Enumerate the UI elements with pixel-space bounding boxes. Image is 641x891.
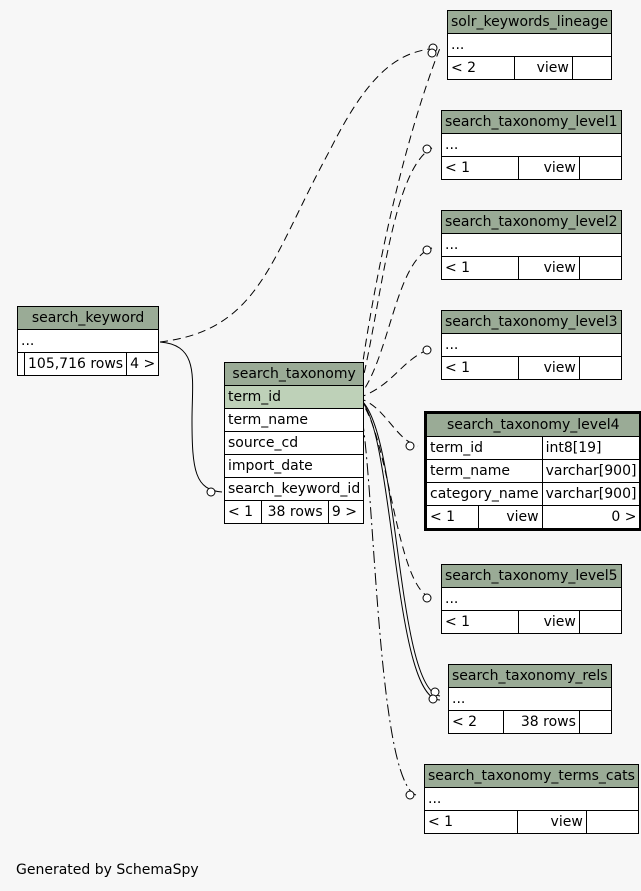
- child-count: [578, 356, 622, 380]
- collapsed-columns: ...: [441, 133, 622, 157]
- edge-taxonomy-terms-cats: [357, 397, 417, 796]
- child-count[interactable]: 9 >: [327, 500, 365, 524]
- table-kind: view: [517, 610, 580, 634]
- table-title[interactable]: search_taxonomy_level1: [441, 110, 622, 134]
- edge-end-marker: [405, 441, 415, 451]
- edge-taxonomy-level5: [357, 397, 433, 599]
- edge-end-marker: [422, 144, 432, 154]
- footer-credit: Generated by SchemaSpy: [16, 862, 199, 878]
- edge-taxonomy-rels-1: [357, 397, 441, 697]
- table-title[interactable]: search_taxonomy: [223, 362, 365, 386]
- collapsed-columns: ...: [441, 233, 622, 257]
- edge-end-marker: [405, 790, 415, 800]
- child-count[interactable]: 0 >: [541, 505, 641, 530]
- table-search-taxonomy-level3[interactable]: search_taxonomy_level3 ... < 1 view: [441, 310, 622, 380]
- table-search-taxonomy-level1[interactable]: search_taxonomy_level1 ... < 1 view: [441, 110, 622, 180]
- table-search-taxonomy-level5[interactable]: search_taxonomy_level5 ... < 1 view: [441, 564, 622, 634]
- edge-keyword-lineage: [159, 47, 441, 343]
- parent-count: [17, 352, 25, 376]
- edge-end-marker: [206, 487, 216, 497]
- edge-taxonomy-level4: [357, 397, 419, 447]
- table-search-taxonomy-terms-cats[interactable]: search_taxonomy_terms_cats ... < 1 view: [424, 764, 639, 834]
- table-title[interactable]: search_taxonomy_level2: [441, 210, 622, 234]
- column-term-id[interactable]: term_id: [223, 385, 365, 409]
- table-kind: view: [517, 256, 580, 280]
- edge-keyword-taxonomy: [159, 341, 223, 493]
- parent-count[interactable]: < 1: [424, 810, 518, 834]
- table-kind: view: [477, 505, 543, 530]
- edge-taxonomy-level2: [357, 247, 433, 399]
- table-search-taxonomy-level4[interactable]: search_taxonomy_level4 term_id int8[19] …: [424, 411, 641, 531]
- child-count: [585, 810, 639, 834]
- table-search-taxonomy-rels[interactable]: search_taxonomy_rels ... < 2 38 rows: [448, 664, 612, 734]
- table-kind: view: [516, 810, 587, 834]
- child-count: [578, 156, 622, 180]
- edge-taxonomy-level1: [357, 147, 433, 399]
- collapsed-columns: ...: [446, 33, 613, 57]
- edge-taxonomy-level3: [357, 347, 433, 399]
- child-count: [578, 256, 622, 280]
- table-title[interactable]: search_keyword: [16, 306, 160, 330]
- table-title[interactable]: search_taxonomy_level3: [441, 310, 622, 334]
- column-term-name[interactable]: term_name: [223, 408, 365, 432]
- table-title[interactable]: search_taxonomy_terms_cats: [424, 764, 639, 788]
- child-count[interactable]: 4 >: [126, 352, 160, 376]
- column-term-id[interactable]: term_id: [425, 436, 543, 460]
- column-type: varchar[900]: [541, 482, 641, 506]
- edge-end-marker: [422, 245, 432, 255]
- collapsed-columns: ...: [441, 587, 622, 611]
- parent-count[interactable]: < 1: [441, 610, 519, 634]
- table-title[interactable]: search_taxonomy_level4: [424, 412, 641, 437]
- table-title[interactable]: search_taxonomy_rels: [448, 664, 612, 688]
- column-category-name[interactable]: category_name: [425, 482, 543, 506]
- column-source-cd[interactable]: source_cd: [223, 431, 365, 455]
- parent-count[interactable]: < 2: [448, 710, 504, 734]
- parent-count[interactable]: < 1: [441, 156, 519, 180]
- parent-count[interactable]: < 2: [447, 56, 515, 80]
- edge-taxonomy-lineage: [357, 47, 441, 399]
- row-count: 105,716 rows: [23, 352, 128, 376]
- collapsed-columns: ...: [16, 329, 160, 353]
- child-count: [578, 710, 612, 734]
- parent-count[interactable]: < 1: [223, 500, 263, 524]
- column-term-name[interactable]: term_name: [425, 459, 543, 483]
- row-count: 38 rows: [261, 500, 329, 524]
- table-search-taxonomy-level2[interactable]: search_taxonomy_level2 ... < 1 view: [441, 210, 622, 280]
- child-count: [571, 56, 613, 80]
- column-search-keyword-id[interactable]: search_keyword_id: [223, 477, 365, 501]
- parent-count[interactable]: < 1: [441, 356, 519, 380]
- row-count: 38 rows: [502, 710, 580, 734]
- parent-count[interactable]: < 1: [441, 256, 519, 280]
- edge-end-marker: [422, 593, 432, 603]
- collapsed-columns: ...: [441, 333, 622, 357]
- table-kind: view: [517, 156, 580, 180]
- table-solr-keywords-lineage[interactable]: solr_keywords_lineage ... < 2 view: [446, 10, 613, 80]
- table-search-taxonomy[interactable]: search_taxonomy term_id term_name source…: [223, 362, 365, 524]
- child-count: [578, 610, 622, 634]
- edge-end-marker: [422, 345, 432, 355]
- collapsed-columns: ...: [424, 787, 639, 811]
- parent-count[interactable]: < 1: [425, 505, 479, 530]
- table-title[interactable]: solr_keywords_lineage: [446, 10, 613, 34]
- column-import-date[interactable]: import_date: [223, 454, 365, 478]
- edge-end-marker: [427, 48, 437, 58]
- edge-taxonomy-rels-2: [357, 397, 441, 701]
- table-title[interactable]: search_taxonomy_level5: [441, 564, 622, 588]
- collapsed-columns: ...: [448, 687, 612, 711]
- edge-end-marker: [428, 694, 438, 704]
- table-kind: view: [513, 56, 573, 80]
- column-type: int8[19]: [541, 436, 641, 460]
- table-search-keyword[interactable]: search_keyword ... 105,716 rows 4 >: [16, 306, 160, 376]
- table-kind: view: [517, 356, 580, 380]
- column-type: varchar[900]: [541, 459, 641, 483]
